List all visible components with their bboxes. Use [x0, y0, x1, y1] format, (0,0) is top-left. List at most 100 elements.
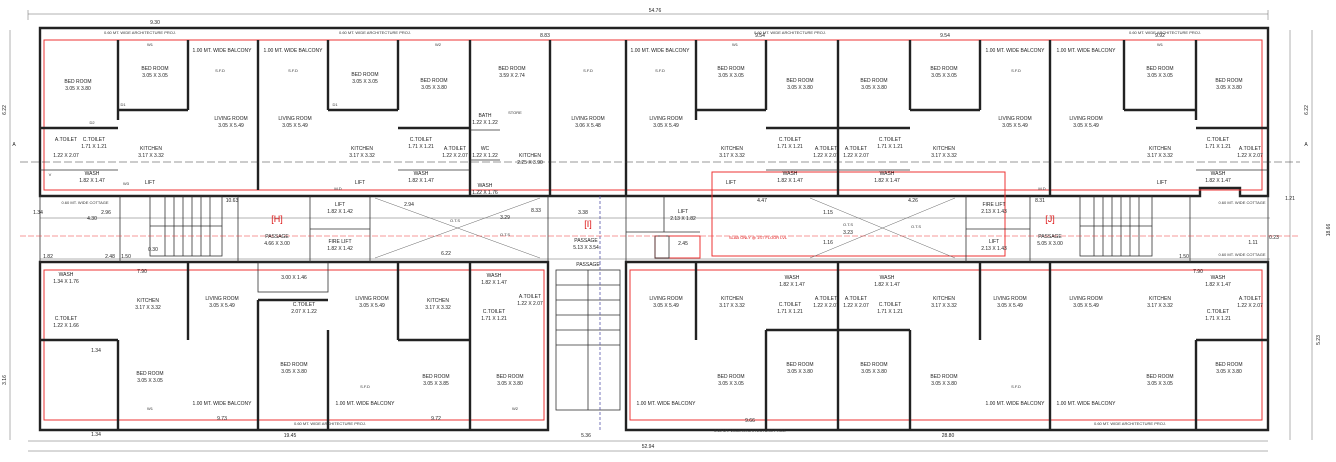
- room-name: KITCHEN: [519, 153, 541, 159]
- room-dim: 1.22 X 1.66: [53, 323, 79, 329]
- door-tag: D2: [89, 120, 95, 125]
- room-name: LIFT: [678, 209, 688, 215]
- room-name: WC: [481, 146, 490, 152]
- room-name: LIVING ROOM: [649, 116, 682, 122]
- room-name: C.TOILET: [55, 316, 77, 322]
- cottage-label: 0.60 MT. WIDE COTTAGE: [1218, 252, 1265, 257]
- room-dim: 3.59 X 2.74: [499, 73, 525, 79]
- room-dim: 3.05 X 3.80: [421, 85, 447, 91]
- room-name: 1.00 MT. WIDE BALCONY: [637, 401, 697, 407]
- room-dim: 3.05 X 3.05: [137, 378, 163, 384]
- room-name: LIFT: [355, 180, 365, 186]
- room-dim: 1.22 X 1.22: [472, 120, 498, 126]
- room-name: BED ROOM: [930, 66, 957, 72]
- room-name: LIFT: [726, 180, 736, 186]
- room-name: BED ROOM: [420, 78, 447, 84]
- dim-bottom-left: 19.45: [284, 433, 297, 439]
- store-label: STORE: [508, 110, 522, 115]
- sfd-label: S.F.D: [655, 68, 665, 73]
- room-name: 1.00 MT. WIDE BALCONY: [264, 48, 324, 54]
- room-name: LIVING ROOM: [571, 116, 604, 122]
- sfd-label: S.F.D: [1011, 384, 1021, 389]
- room-name: 1.00 MT. WIDE BALCONY: [336, 401, 396, 407]
- dim-misc: 1.16: [823, 240, 833, 246]
- room-name: BED ROOM: [498, 66, 525, 72]
- room-name: FIRE LIFT: [982, 202, 1005, 208]
- room-dim: 2.13 X 1.43: [981, 209, 1007, 215]
- room-name: WASH: [1211, 275, 1226, 281]
- dim-top-overall: 54.76: [649, 8, 662, 14]
- room-dim: 3.17 X 3.32: [931, 153, 957, 159]
- room-name: C.TOILET: [293, 302, 315, 308]
- room-dim: 3.00 X 1.46: [281, 275, 307, 281]
- arch-proj-label: 0.60 MT. WIDE ARCHITECTURE PROJ.: [714, 428, 786, 433]
- room-name: PASSAGE: [576, 262, 600, 268]
- room-dim: 5.05 X 3.00: [1037, 241, 1063, 247]
- room-name: KITCHEN: [933, 146, 955, 152]
- dim-misc: 6.22: [441, 251, 451, 257]
- room-name: BED ROOM: [717, 374, 744, 380]
- room-dim: 3.05 X 3.80: [1216, 85, 1242, 91]
- dim-misc: 4.26: [908, 198, 918, 204]
- room-dim: 1.22 X 1.22: [472, 153, 498, 159]
- dimension-lines: [9, 10, 1313, 452]
- room-dim: 1.22 X 1.76: [472, 190, 498, 196]
- room-dim: 1.22 X 2.07: [1237, 153, 1263, 159]
- slab-label: SLAB ONLY @ 1ST FLOOR LVL: [729, 235, 788, 240]
- dim-bottom-overall: 52.94: [642, 444, 655, 450]
- room-dim: 3.17 X 3.32: [349, 153, 375, 159]
- dim-stair-4: 9.54: [940, 33, 950, 39]
- building-walls: [38, 26, 1270, 432]
- sfd-label: S.F.D: [1011, 68, 1021, 73]
- dim-stair-3: 9.54: [755, 33, 765, 39]
- room-name: A.TOILET: [845, 296, 867, 302]
- room-dim: 1.82 X 1.47: [1205, 282, 1231, 288]
- room-name: LIVING ROOM: [355, 296, 388, 302]
- room-name: KITCHEN: [351, 146, 373, 152]
- stair-left: [149, 195, 223, 257]
- room-name: C.TOILET: [779, 302, 801, 308]
- dim-right-total: 18.66: [1326, 224, 1332, 237]
- room-name: LIFT: [145, 180, 155, 186]
- dim-right-top: 6.22: [1304, 105, 1310, 115]
- room-dim: 3.05 X 3.05: [718, 381, 744, 387]
- room-dim: 3.05 X 3.80: [931, 381, 957, 387]
- room-name: WASH: [59, 272, 74, 278]
- room-dim: 1.71 X 1.21: [877, 144, 903, 150]
- room-name: 1.00 MT. WIDE BALCONY: [193, 48, 253, 54]
- room-name: A.TOILET: [55, 137, 77, 143]
- room-name: PASSAGE: [265, 234, 289, 240]
- room-name: LIVING ROOM: [649, 296, 682, 302]
- staircases: [149, 195, 1153, 411]
- room-dim: 3.05 X 3.05: [718, 73, 744, 79]
- room-name: WASH: [880, 171, 895, 177]
- room-name: 1.00 MT. WIDE BALCONY: [193, 401, 253, 407]
- room-dim: 1.71 X 1.21: [81, 144, 107, 150]
- room-name: C.TOILET: [779, 137, 801, 143]
- room-name: A.TOILET: [815, 296, 837, 302]
- room-name: BATH: [479, 113, 492, 119]
- room-name: WASH: [85, 171, 100, 177]
- room-dim: 3.17 X 3.32: [135, 305, 161, 311]
- room-dim: 3.05 X 5.49: [209, 303, 235, 309]
- room-name: BED ROOM: [1146, 66, 1173, 72]
- dim-left-top: 6.22: [2, 105, 8, 115]
- dim-misc: 1.34: [91, 432, 101, 438]
- dim-misc: 9.72: [431, 416, 441, 422]
- ots-label: O.T.S: [843, 222, 853, 227]
- room-dim: 3.05 X 3.80: [787, 85, 813, 91]
- room-dim: 1.71 X 1.21: [777, 309, 803, 315]
- room-name: C.TOILET: [879, 302, 901, 308]
- room-dim: 2.45: [678, 241, 688, 247]
- dim-misc: 1.15: [823, 210, 833, 216]
- wing-label-j: [J]: [1045, 214, 1055, 224]
- projection-lines: [20, 161, 1300, 430]
- room-name: KITCHEN: [1149, 296, 1171, 302]
- room-name: LIVING ROOM: [1069, 116, 1102, 122]
- room-dim: 3.05 X 5.49: [218, 123, 244, 129]
- room-name: WASH: [783, 171, 798, 177]
- room-dim: 1.22 X 2.07: [53, 153, 79, 159]
- room-dim: 3.05 X 3.85: [423, 381, 449, 387]
- room-name: KITCHEN: [721, 296, 743, 302]
- room-dim: 3.06 X 5.48: [575, 123, 601, 129]
